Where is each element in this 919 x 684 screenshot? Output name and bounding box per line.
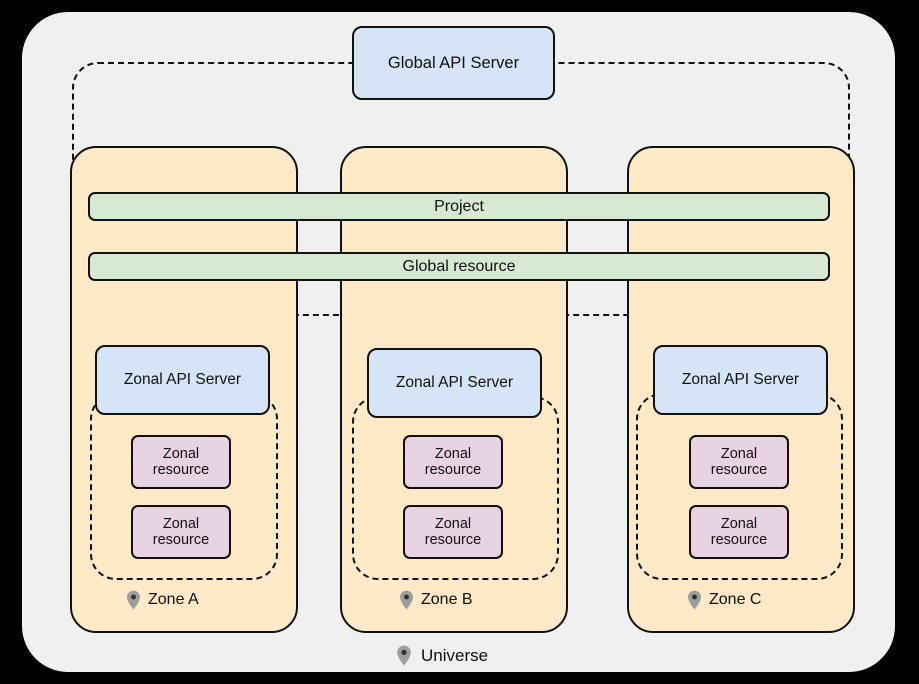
zonal-api-server-b[interactable]: Zonal API Server xyxy=(367,348,542,418)
map-pin-icon xyxy=(397,645,411,666)
zonal-resource-a-2-line1: Zonal xyxy=(162,515,200,532)
zonal-resource-b-1-line1: Zonal xyxy=(434,445,472,462)
zonal-resource-c-1-line2: resource xyxy=(710,462,768,478)
zonal-resource-a-2-line2: resource xyxy=(152,532,210,548)
zonal-api-server-c[interactable]: Zonal API Server xyxy=(653,345,828,415)
zonal-api-server-b-label: Zonal API Server xyxy=(395,374,514,391)
zone-label-a-text: Zone A xyxy=(148,591,199,608)
zone-label-b: Zone B xyxy=(399,590,473,610)
zonal-resource-a-1-line1: Zonal xyxy=(162,445,200,462)
zone-label-b-text: Zone B xyxy=(421,591,473,608)
zonal-resource-a-1-line2: resource xyxy=(152,462,210,478)
zonal-resource-a-1[interactable]: Zonal resource xyxy=(131,435,231,489)
map-pin-icon xyxy=(127,590,140,610)
zonal-api-server-a-label: Zonal API Server xyxy=(123,371,242,388)
global-bar-global-resource-label: Global resource xyxy=(402,257,516,275)
zonal-resource-b-2-line2: resource xyxy=(424,532,482,548)
zonal-resource-c-2[interactable]: Zonal resource xyxy=(689,505,789,559)
zonal-resource-b-2-line1: Zonal xyxy=(434,515,472,532)
zonal-api-server-a[interactable]: Zonal API Server xyxy=(95,345,270,415)
global-api-server[interactable]: Global API Server xyxy=(352,26,555,100)
zonal-api-server-c-label: Zonal API Server xyxy=(681,371,800,388)
map-pin-icon xyxy=(400,590,413,610)
zone-label-a: Zone A xyxy=(126,590,199,610)
zone-label-c: Zone C xyxy=(687,590,761,610)
zonal-resource-b-2[interactable]: Zonal resource xyxy=(403,505,503,559)
zonal-resource-c-2-line1: Zonal xyxy=(720,515,758,532)
zonal-resource-c-1-line1: Zonal xyxy=(720,445,758,462)
global-bar-project-label: Project xyxy=(434,197,484,215)
zonal-resource-b-1[interactable]: Zonal resource xyxy=(403,435,503,489)
zonal-resource-c-2-line2: resource xyxy=(710,532,768,548)
global-api-server-label: Global API Server xyxy=(387,53,520,72)
zonal-resource-a-2[interactable]: Zonal resource xyxy=(131,505,231,559)
zonal-resource-b-1-line2: resource xyxy=(424,462,482,478)
universe-label-text: Universe xyxy=(421,645,489,665)
map-pin-icon xyxy=(688,590,701,610)
global-bar-global-resource[interactable]: Global resource xyxy=(88,252,830,281)
zonal-resource-c-1[interactable]: Zonal resource xyxy=(689,435,789,489)
universe-label: Universe xyxy=(396,645,488,666)
zone-label-c-text: Zone C xyxy=(709,591,762,608)
global-bar-project[interactable]: Project xyxy=(88,192,830,221)
